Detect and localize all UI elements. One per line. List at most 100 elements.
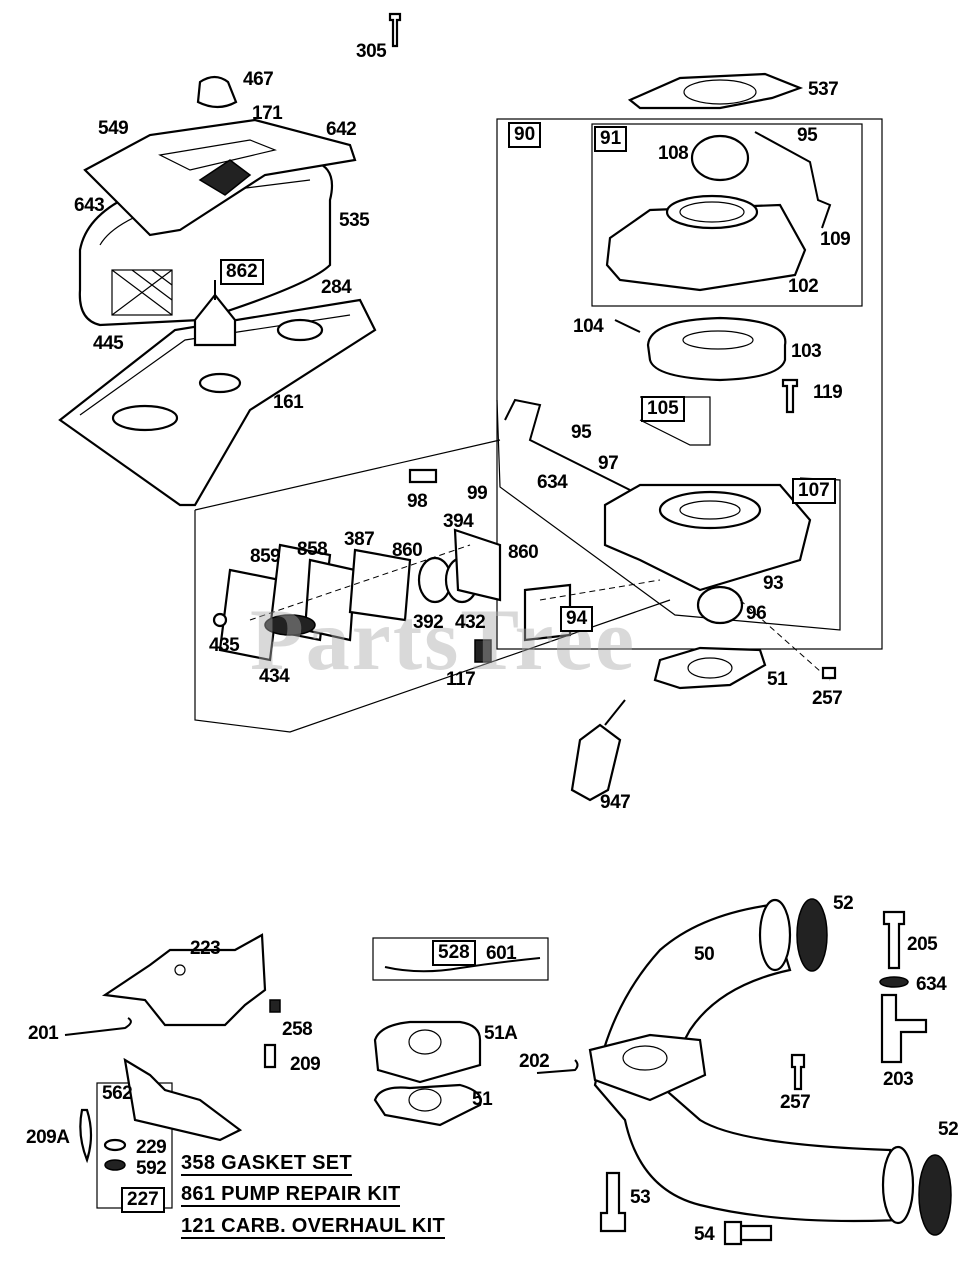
kit-pump-repair[interactable]: 861 PUMP REPAIR KIT (181, 1183, 401, 1207)
knob-467 (196, 75, 238, 109)
part-label-257-carb[interactable]: 257 (812, 688, 843, 709)
part-label-103[interactable]: 103 (791, 341, 822, 362)
part-label-54[interactable]: 54 (694, 1224, 715, 1245)
part-label-435[interactable]: 435 (209, 635, 240, 656)
part-label-947[interactable]: 947 (600, 792, 631, 813)
spring-209A (79, 1108, 93, 1164)
part-label-592[interactable]: 592 (136, 1158, 167, 1179)
frame-91 (591, 123, 863, 307)
part-label-203[interactable]: 203 (883, 1069, 914, 1090)
part-label-642[interactable]: 642 (326, 119, 357, 140)
part-label-108[interactable]: 108 (658, 143, 689, 164)
part-label-229[interactable]: 229 (136, 1137, 167, 1158)
choke-shaft-109 (754, 131, 832, 229)
intake-manifold-50 (588, 898, 915, 1225)
throttle-shaft-97 (504, 398, 631, 491)
part-label-284[interactable]: 284 (321, 277, 352, 298)
part-label-97[interactable]: 97 (598, 453, 619, 474)
part-box-91[interactable]: 91 (594, 126, 628, 152)
gasket-52-top (796, 898, 828, 972)
part-label-202[interactable]: 202 (519, 1051, 550, 1072)
link-202 (536, 1059, 579, 1074)
link-201 (64, 1017, 132, 1036)
part-label-51A[interactable]: 51A (484, 1023, 518, 1044)
part-label-859[interactable]: 859 (250, 546, 281, 567)
choke-plate-108 (690, 134, 750, 182)
part-label-394[interactable]: 394 (443, 511, 474, 532)
part-box-90[interactable]: 90 (508, 122, 542, 148)
gasket-537 (627, 72, 804, 110)
screw-119 (781, 378, 799, 414)
part-label-562[interactable]: 562 (102, 1083, 133, 1104)
part-box-862[interactable]: 862 (220, 259, 264, 285)
frame-528-wire (372, 937, 549, 981)
part-label-643[interactable]: 643 (74, 195, 105, 216)
part-box-105[interactable]: 105 (641, 396, 685, 422)
kit-carb-overhaul[interactable]: 121 CARB. OVERHAUL KIT (181, 1215, 446, 1239)
breather-862 (193, 280, 237, 347)
part-label-201[interactable]: 201 (28, 1023, 59, 1044)
kit-gasket-set[interactable]: 358 GASKET SET (181, 1152, 352, 1176)
part-label-209A[interactable]: 209A (26, 1127, 70, 1148)
part-label-109[interactable]: 109 (820, 229, 851, 250)
part-label-223[interactable]: 223 (190, 938, 221, 959)
part-box-94[interactable]: 94 (560, 606, 594, 632)
screw-257-bottom (790, 1053, 806, 1091)
part-label-432[interactable]: 432 (455, 612, 486, 633)
part-label-53[interactable]: 53 (630, 1187, 651, 1208)
part-label-99[interactable]: 99 (467, 483, 488, 504)
part-label-860-left[interactable]: 860 (392, 540, 423, 561)
part-box-107[interactable]: 107 (792, 478, 836, 504)
part-label-51-carb[interactable]: 51 (767, 669, 788, 690)
part-label-860-right[interactable]: 860 (508, 542, 539, 563)
part-label-634-carb[interactable]: 634 (537, 472, 568, 493)
part-label-171[interactable]: 171 (252, 103, 283, 124)
air-cleaner-cover-642 (83, 118, 357, 237)
part-label-93[interactable]: 93 (763, 573, 784, 594)
part-label-52-bottom[interactable]: 52 (938, 1119, 959, 1140)
part-label-305[interactable]: 305 (356, 41, 387, 62)
spring-209 (263, 1043, 277, 1069)
part-label-535[interactable]: 535 (339, 210, 370, 231)
part-label-205[interactable]: 205 (907, 934, 938, 955)
frame-105 (639, 396, 711, 446)
part-label-102[interactable]: 102 (788, 276, 819, 297)
part-label-634-manifold[interactable]: 634 (916, 974, 947, 995)
part-label-98[interactable]: 98 (407, 491, 428, 512)
part-box-227[interactable]: 227 (121, 1187, 165, 1213)
part-label-858[interactable]: 858 (297, 539, 328, 560)
part-label-95-lower[interactable]: 95 (571, 422, 592, 443)
part-label-52-top[interactable]: 52 (833, 893, 854, 914)
part-label-104[interactable]: 104 (573, 316, 604, 337)
part-label-257-manifold[interactable]: 257 (780, 1092, 811, 1113)
part-label-258[interactable]: 258 (282, 1019, 313, 1040)
screw-54 (723, 1220, 773, 1246)
part-label-50[interactable]: 50 (694, 944, 715, 965)
part-label-434[interactable]: 434 (259, 666, 290, 687)
carb-frame-90 (496, 118, 883, 650)
gasket-51-top (653, 646, 767, 690)
part-label-392[interactable]: 392 (413, 612, 444, 633)
part-label-387[interactable]: 387 (344, 529, 375, 550)
part-label-467[interactable]: 467 (243, 69, 274, 90)
carb-lower-body-107 (603, 483, 812, 625)
part-label-209[interactable]: 209 (290, 1054, 321, 1075)
part-label-95-upper[interactable]: 95 (797, 125, 818, 146)
part-label-549[interactable]: 549 (98, 118, 129, 139)
nut-258 (269, 999, 281, 1013)
gasket-51-bottom (373, 1083, 482, 1127)
part-label-51-manifold[interactable]: 51 (472, 1089, 493, 1110)
part-label-117[interactable]: 117 (446, 669, 476, 690)
bracket-203 (880, 993, 928, 1064)
part-label-119[interactable]: 119 (813, 382, 843, 403)
pin-104 (614, 319, 641, 333)
primer-947 (570, 723, 622, 802)
part-label-161[interactable]: 161 (273, 392, 304, 413)
part-label-537[interactable]: 537 (808, 79, 839, 100)
part-label-96[interactable]: 96 (746, 603, 767, 624)
wire-601 (384, 957, 541, 973)
part-label-445[interactable]: 445 (93, 333, 124, 354)
part-box-528[interactable]: 528 (432, 940, 476, 966)
wire-label-601[interactable]: 601 (486, 943, 517, 964)
